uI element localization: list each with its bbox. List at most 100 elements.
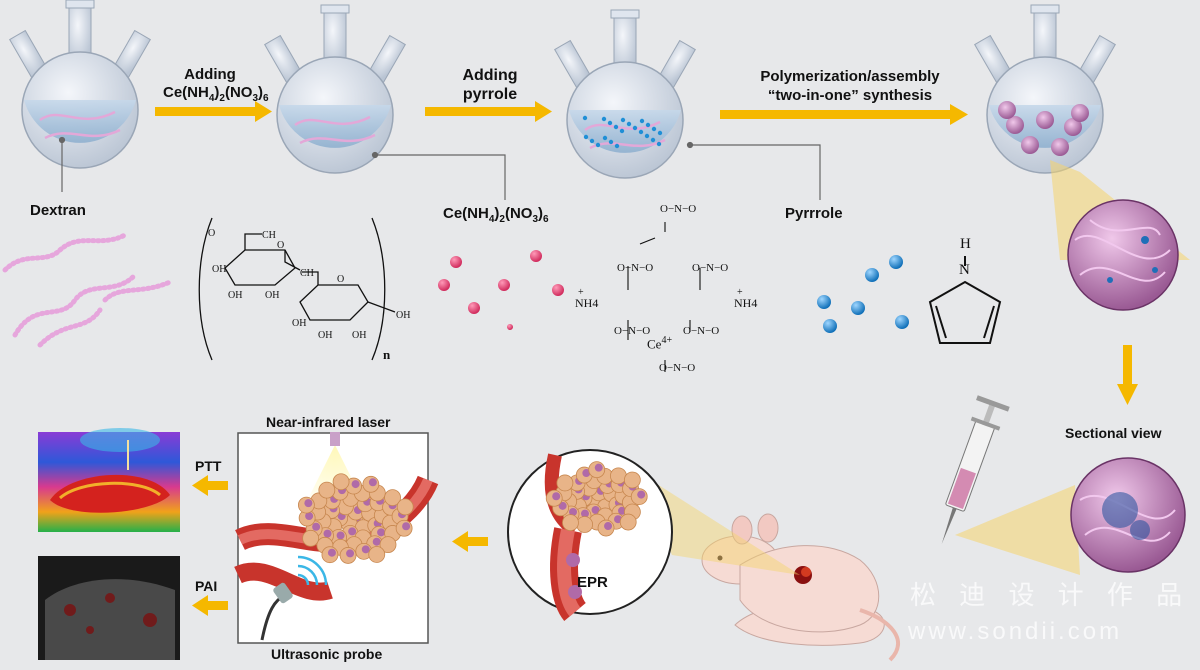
nanoparticle-sphere-section — [955, 457, 1186, 575]
step1-formula: Ce(NH4)2(NO3)6 — [163, 84, 269, 104]
tumor-nanoparticle — [558, 501, 567, 510]
ce-symbol: Ce — [647, 336, 662, 352]
dextran-oh-3: OH — [265, 290, 279, 301]
tumor-cell — [556, 474, 574, 492]
tumor-nanoparticle — [312, 522, 321, 531]
tumor-nanoparticle — [346, 549, 355, 558]
nitrate-group: O−N−O — [617, 262, 654, 274]
label-ptt: PTT — [195, 458, 222, 474]
nitrate-group: O−N−O — [660, 203, 697, 215]
nanoparticle-sphere-top — [1067, 199, 1179, 311]
watermark-url: www.sondii.com — [908, 618, 1123, 645]
tumor-cell — [368, 546, 386, 563]
tumor-cell — [619, 513, 637, 531]
nh4-left-text: NH4 — [575, 296, 599, 310]
mouse — [701, 513, 901, 662]
label-nir-laser: Near-infrared laser — [266, 414, 391, 430]
step2-label: Adding pyrrole — [440, 66, 540, 104]
nitrate-group: O−N−O — [659, 362, 696, 374]
pyrrole-particles — [817, 255, 909, 333]
tumor-nanoparticle — [637, 490, 646, 499]
label-sectional-view: Sectional view — [1065, 425, 1162, 441]
tumor-nanoparticle — [591, 505, 600, 514]
step1-label-text: Adding — [184, 66, 236, 83]
tumor-nanoparticle — [368, 478, 377, 487]
tumor-cell — [396, 498, 414, 516]
dextran-structure — [198, 217, 396, 361]
tumor-cell — [379, 536, 397, 554]
dextran-oh-5: OH — [318, 330, 332, 341]
tumor-nanoparticle — [305, 512, 314, 521]
ce-complex-bonds — [627, 222, 701, 372]
dextran-chains — [2, 232, 173, 348]
tumor-nanoparticle — [372, 537, 381, 546]
step1-label: Adding — [160, 66, 260, 83]
label-epr: EPR — [577, 574, 608, 591]
arrow-to-therapy — [452, 531, 488, 552]
nh4-right: NH4 — [734, 296, 757, 311]
ce-charge: 4+ — [661, 335, 673, 346]
nh4-left-plus: + — [578, 287, 584, 298]
dextran-atom-o3: O — [337, 274, 344, 285]
step-arrow-1 — [155, 101, 272, 122]
flask-product — [974, 4, 1116, 174]
tumor-cell — [610, 467, 627, 485]
dextran-repeat-n: n — [383, 347, 391, 362]
nh4-left: NH4 — [575, 296, 598, 311]
step-arrow-2 — [425, 101, 552, 122]
ptt-thermal-image — [38, 428, 180, 532]
step2-label-line1: Adding — [462, 67, 518, 84]
step3-label-line1: Polymerization/assembly — [760, 68, 940, 85]
dextran-oh-1: OH — [212, 264, 226, 275]
label-dextran: Dextran — [30, 202, 86, 219]
tumor-cell — [576, 516, 594, 533]
flask-pyrrole — [554, 9, 696, 179]
nh4-right-plus: + — [737, 287, 743, 298]
ce-particles — [438, 250, 564, 330]
dextran-atom-o2: O — [277, 240, 284, 251]
tumor-nanoparticle — [604, 522, 613, 531]
tumor-nanoparticle — [351, 480, 360, 489]
pyrrole-h: H — [960, 236, 971, 252]
tumor-nanoparticle — [304, 499, 313, 508]
therapy-panel — [234, 432, 439, 644]
dextran-ch2-2: CH — [300, 268, 314, 279]
leader-lines — [58, 136, 821, 200]
pyrrole-n: N — [959, 262, 970, 278]
tumor-nanoparticle — [582, 469, 591, 478]
tumor-nanoparticle — [552, 492, 561, 501]
arrow-to-pai — [192, 595, 228, 616]
down-arrow — [1117, 345, 1138, 405]
tumor-nanoparticle — [402, 522, 411, 531]
tumor-cell — [302, 529, 320, 547]
label-pyrrole: Pyrrrole — [785, 205, 843, 222]
tumor-cell — [332, 473, 350, 491]
nitrate-group: O−N−O — [692, 262, 729, 274]
tumor-cell — [623, 471, 641, 489]
tumor-nanoparticle — [323, 529, 332, 538]
step2-label-line2: pyrrole — [462, 86, 518, 103]
tumor-nanoparticle — [336, 531, 345, 540]
tumor-nanoparticle — [327, 548, 336, 557]
tumor-cell — [562, 514, 579, 532]
pai-image — [38, 556, 180, 660]
tumor-nanoparticle — [348, 527, 357, 536]
watermark-chinese: 松 迪 设 计 作 品 — [910, 580, 1191, 610]
dextran-atom-o1: O — [208, 228, 215, 239]
tumor-nanoparticle — [569, 507, 578, 516]
arrow-to-ptt — [192, 475, 228, 496]
label-ultrasonic-probe: Ultrasonic probe — [271, 646, 383, 662]
nh4-right-text: NH4 — [734, 296, 758, 310]
tumor-nanoparticle — [361, 545, 370, 554]
label-pai: PAI — [195, 578, 218, 594]
dextran-ch2-1: CH — [262, 230, 276, 241]
tumor-nanoparticle — [377, 528, 386, 537]
dextran-oh-4: OH — [292, 318, 306, 329]
tumor-nanoparticle — [580, 509, 589, 518]
flask-oxidant — [264, 4, 406, 174]
tumor-nanoparticle — [594, 463, 603, 472]
step3-label-line2: “two-in-one” synthesis — [767, 87, 933, 104]
nitrate-group: O−N−O — [614, 325, 651, 337]
dextran-oh-2: OH — [228, 290, 242, 301]
label-oxidant: Ce(NH4)2(NO3)6 — [443, 205, 549, 225]
